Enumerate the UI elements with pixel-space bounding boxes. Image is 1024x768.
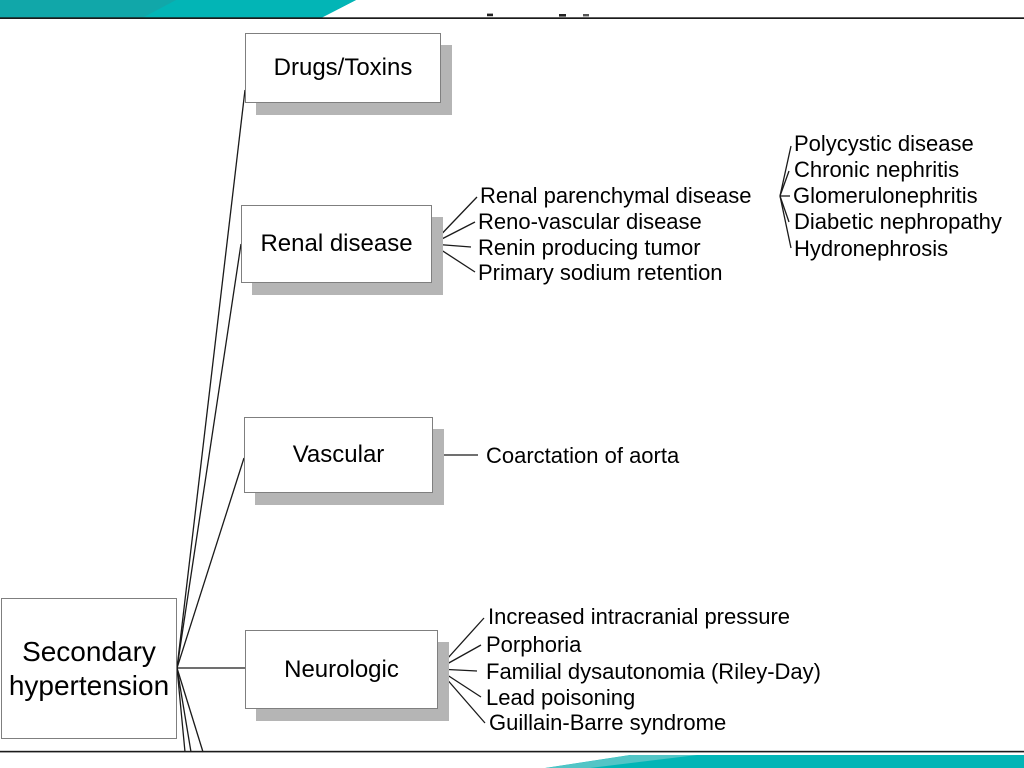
- connector-neuro-item-2: [437, 644, 482, 670]
- connector-sub-item-1: [779, 145, 792, 197]
- node-neurologic: Neurologic: [245, 630, 438, 709]
- connector-root-offslide-3: [176, 667, 204, 753]
- connectors-renal-fan: [431, 196, 478, 273]
- node-vascular: Vascular: [244, 417, 433, 493]
- node-drugs-toxins: Drugs/Toxins: [245, 33, 441, 103]
- node-renal-disease: Renal disease: [241, 205, 432, 283]
- connector-root-to-drugs: [176, 89, 246, 669]
- neurologic-item: Lead poisoning: [486, 685, 636, 710]
- neurologic-item: Increased intracranial pressure: [488, 604, 791, 629]
- connector-root-offslide-1: [176, 667, 186, 753]
- renal-item: Renal parenchymal disease: [480, 183, 752, 208]
- parenchymal-sub-item: Hydronephrosis: [794, 236, 949, 261]
- parenchymal-sub-item: Polycystic disease: [794, 131, 974, 156]
- node-renal-disease-label: Renal disease: [260, 230, 413, 257]
- connector-renal-item-4: [431, 243, 476, 273]
- connector-root-offslide-2: [176, 667, 192, 753]
- connectors-parenchymal-fan: [779, 145, 792, 249]
- renal-item: Renin producing tumor: [478, 235, 701, 260]
- top-rule-line: [0, 17, 1024, 19]
- connector-neuro-item-4: [437, 668, 482, 698]
- neurologic-item: Familial dysautonomia (Riley-Day): [486, 659, 821, 684]
- connector-sub-item-4: [779, 195, 790, 223]
- top-accent-band: [0, 0, 1024, 19]
- connector-renal-item-3: [431, 243, 472, 248]
- node-neurologic-label: Neurologic: [284, 655, 399, 683]
- connectors-neurologic-fan: [437, 617, 486, 724]
- connector-neuro-item-5: [437, 668, 486, 724]
- connector-sub-item-2: [779, 170, 790, 197]
- connector-root-to-renal: [176, 243, 242, 669]
- neurologic-item: Porphoria: [486, 632, 582, 657]
- parenchymal-sub-item: Glomerulonephritis: [793, 183, 978, 208]
- connector-sub-item-5: [779, 195, 792, 249]
- bottom-accent-main-shape: [545, 755, 1024, 768]
- node-secondary-hypertension: Secondary hypertension: [1, 598, 177, 739]
- node-secondary-hypertension-label: Secondary hypertension: [8, 635, 170, 701]
- node-drugs-toxins-label: Drugs/Toxins: [273, 54, 413, 81]
- parenchymal-sub-item: Chronic nephritis: [794, 157, 960, 182]
- connector-neuro-item-1: [437, 617, 485, 670]
- node-vascular-label: Vascular: [292, 441, 385, 468]
- connector-renal-item-2: [431, 221, 476, 245]
- top-accent-light-shape: [143, 0, 356, 18]
- connector-renal-item-1: [431, 196, 478, 245]
- cropped-title-remnant: [487, 13, 589, 17]
- bottom-accent-light-shape: [546, 755, 697, 768]
- renal-item: Reno-vascular disease: [478, 209, 702, 234]
- renal-item: Primary sodium retention: [478, 260, 723, 285]
- vascular-item: Coarctation of aorta: [486, 443, 680, 468]
- connector-neuro-item-3: [437, 668, 478, 672]
- connector-root-to-vascular: [176, 457, 245, 669]
- connectors-root-fan: [176, 89, 246, 753]
- top-accent-dark-shape: [0, 0, 356, 18]
- bottom-rule-line: [0, 750, 1024, 753]
- parenchymal-sub-item: Diabetic nephropathy: [794, 209, 1002, 234]
- neurologic-item: Guillain-Barre syndrome: [489, 710, 727, 735]
